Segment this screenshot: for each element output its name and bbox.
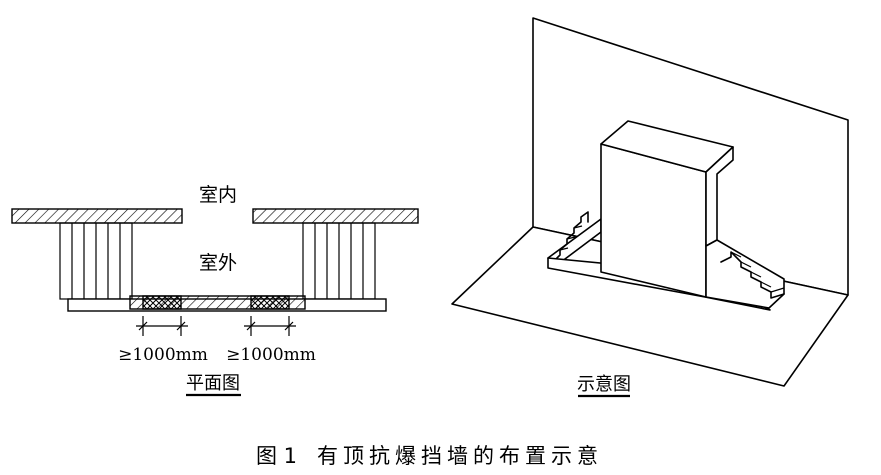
plan-view: 室内 室外 ≥1000mm ≥1000mm 平面图	[11, 184, 419, 397]
crosshatch-zone-left	[142, 295, 182, 310]
crosshatch-zone-right	[250, 295, 290, 310]
blast-wall-plan	[67, 295, 387, 312]
plan-caption: 平面图	[186, 373, 240, 394]
building-wall-left	[11, 208, 183, 224]
figure-title: 有顶抗爆挡墙的布置示意	[317, 444, 603, 468]
perspective-view: 示意图	[451, 17, 849, 398]
dimension-right	[244, 316, 296, 336]
dimension-left	[136, 316, 188, 336]
perspective-caption: 示意图	[577, 374, 631, 395]
left-stairs	[59, 222, 133, 300]
right-stair-flight	[705, 239, 785, 309]
figure-number: 图 1	[256, 444, 297, 468]
figure-caption: 图 1 有顶抗爆挡墙的布置示意	[256, 444, 603, 468]
dimension-label-left: ≥1000mm	[118, 345, 208, 365]
label-indoor: 室内	[199, 184, 237, 206]
right-stairs	[302, 222, 376, 300]
label-outdoor: 室外	[199, 252, 237, 274]
building-wall-right	[252, 208, 419, 224]
dimension-label-right: ≥1000mm	[226, 345, 316, 365]
